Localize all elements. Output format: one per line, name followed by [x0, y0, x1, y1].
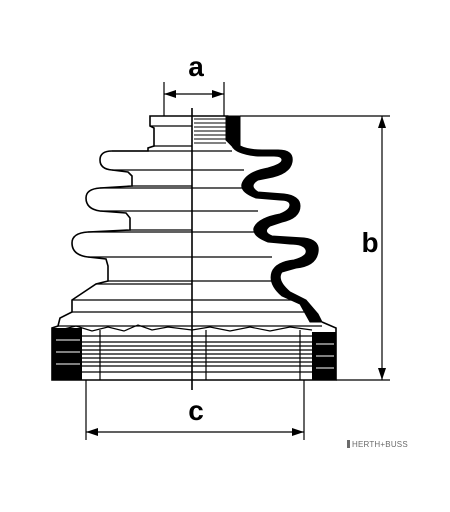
collar-left-ribs — [56, 339, 80, 365]
neck-threads — [194, 118, 226, 144]
dimension-b-label: b — [361, 227, 378, 258]
boot-left-half — [51, 115, 193, 381]
dimension-c-label: c — [188, 395, 204, 426]
dimension-b: b — [240, 115, 390, 381]
brand-logo: HERTH+BUSS — [347, 440, 408, 449]
boot-right-half-section — [191, 115, 337, 381]
brand-text: HERTH+BUSS — [352, 440, 408, 449]
dimension-a-label: a — [188, 51, 204, 82]
herth-buss-logo-icon — [347, 440, 350, 448]
dimension-a: a — [163, 51, 225, 116]
dimension-c: c — [85, 380, 305, 440]
